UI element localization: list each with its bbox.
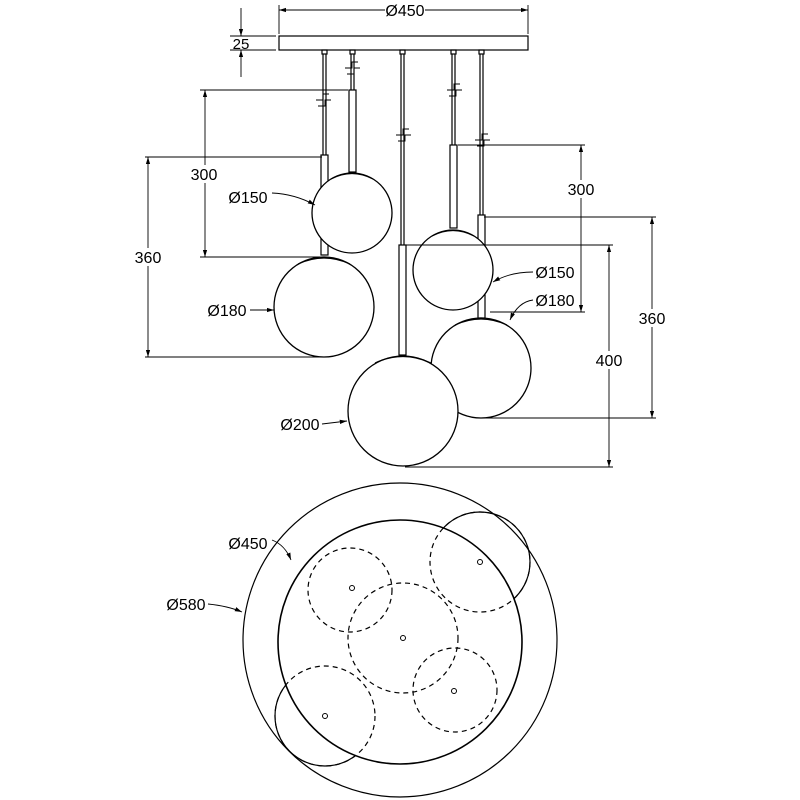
canopy-diameter-label: Ø450 bbox=[385, 3, 424, 20]
drop-right-small-label: 300 bbox=[568, 182, 595, 199]
plan-view: Ø450 Ø580 bbox=[166, 482, 558, 798]
plan-outer-diameter-label: Ø580 bbox=[166, 597, 205, 614]
globe-left-small-label: Ø150 bbox=[228, 190, 267, 207]
canopy-height-label: 25 bbox=[233, 36, 250, 53]
drop-left-large-label: 360 bbox=[135, 250, 162, 267]
plan-inner-diameter-label: Ø450 bbox=[228, 536, 267, 553]
globes bbox=[273, 172, 532, 467]
globe-right-small-label: Ø150 bbox=[535, 265, 574, 282]
globe-center-label: Ø200 bbox=[280, 417, 319, 434]
drop-right-large-label: 360 bbox=[639, 311, 666, 328]
globe-right-large-label: Ø180 bbox=[535, 293, 574, 310]
globe-left-large-label: Ø180 bbox=[207, 303, 246, 320]
break-marks bbox=[316, 61, 490, 147]
dimensions: 300 360 300 360 400 Ø150 Ø180 Ø200 Ø150 … bbox=[130, 89, 670, 468]
drop-center-label: 400 bbox=[596, 353, 623, 370]
drop-left-small-label: 300 bbox=[191, 167, 218, 184]
